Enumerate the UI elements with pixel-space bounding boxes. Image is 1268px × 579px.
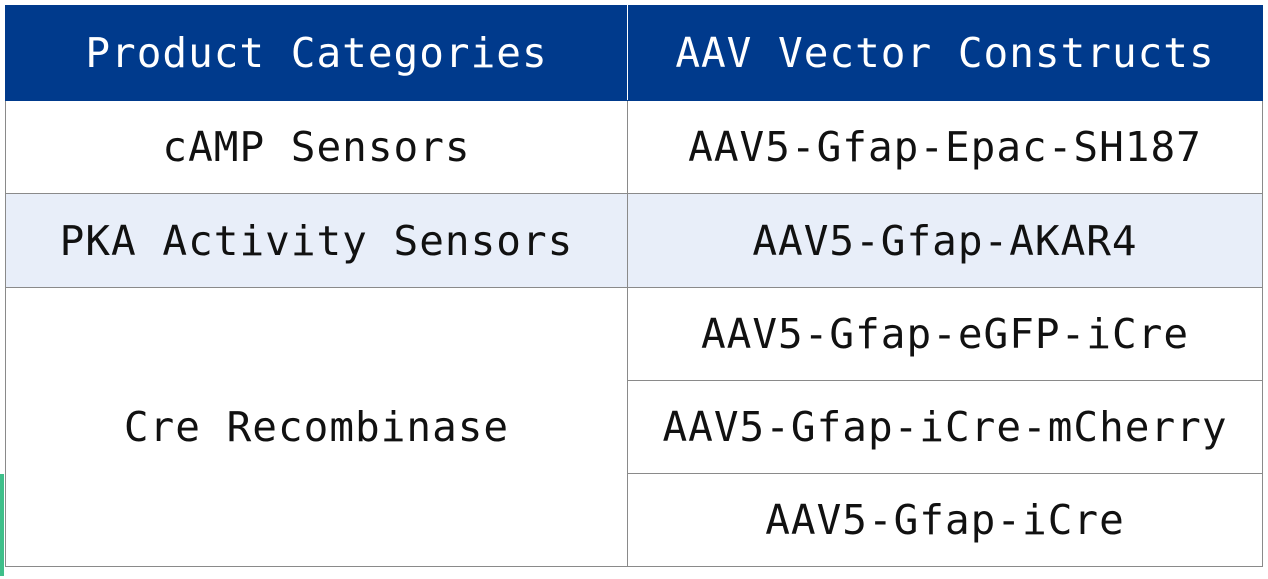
header-aav-vector-constructs[interactable]: AAV Vector Constructs bbox=[627, 5, 1263, 101]
sheet-edge-marker bbox=[0, 474, 4, 576]
category-cell[interactable]: cAMP Sensors bbox=[5, 100, 628, 194]
product-table: Product Categories AAV Vector Constructs… bbox=[5, 5, 1263, 567]
table-row: PKA Activity Sensors AAV5-Gfap-AKAR4 bbox=[5, 193, 1263, 288]
table-row: Cre Recombinase AAV5-Gfap-eGFP-iCre bbox=[5, 287, 1263, 567]
construct-cell[interactable]: AAV5-Gfap-iCre-mCherry bbox=[627, 380, 1263, 474]
construct-cell[interactable]: AAV5-Gfap-Epac-SH187 bbox=[627, 100, 1263, 194]
construct-cell[interactable]: AAV5-Gfap-eGFP-iCre bbox=[627, 287, 1263, 381]
construct-cell[interactable]: AAV5-Gfap-iCre bbox=[627, 473, 1263, 567]
header-product-categories[interactable]: Product Categories bbox=[5, 5, 628, 101]
table-row: AAV5-Gfap-iCre bbox=[6, 473, 1263, 567]
construct-cell[interactable]: AAV5-Gfap-AKAR4 bbox=[627, 193, 1263, 288]
table-row: cAMP Sensors AAV5-Gfap-Epac-SH187 bbox=[5, 100, 1263, 194]
table-row: AAV5-Gfap-iCre-mCherry bbox=[6, 380, 1263, 474]
table-header-row: Product Categories AAV Vector Constructs bbox=[5, 5, 1263, 101]
category-cell[interactable]: PKA Activity Sensors bbox=[5, 193, 628, 288]
category-cell-merged[interactable]: Cre Recombinase bbox=[5, 287, 628, 567]
